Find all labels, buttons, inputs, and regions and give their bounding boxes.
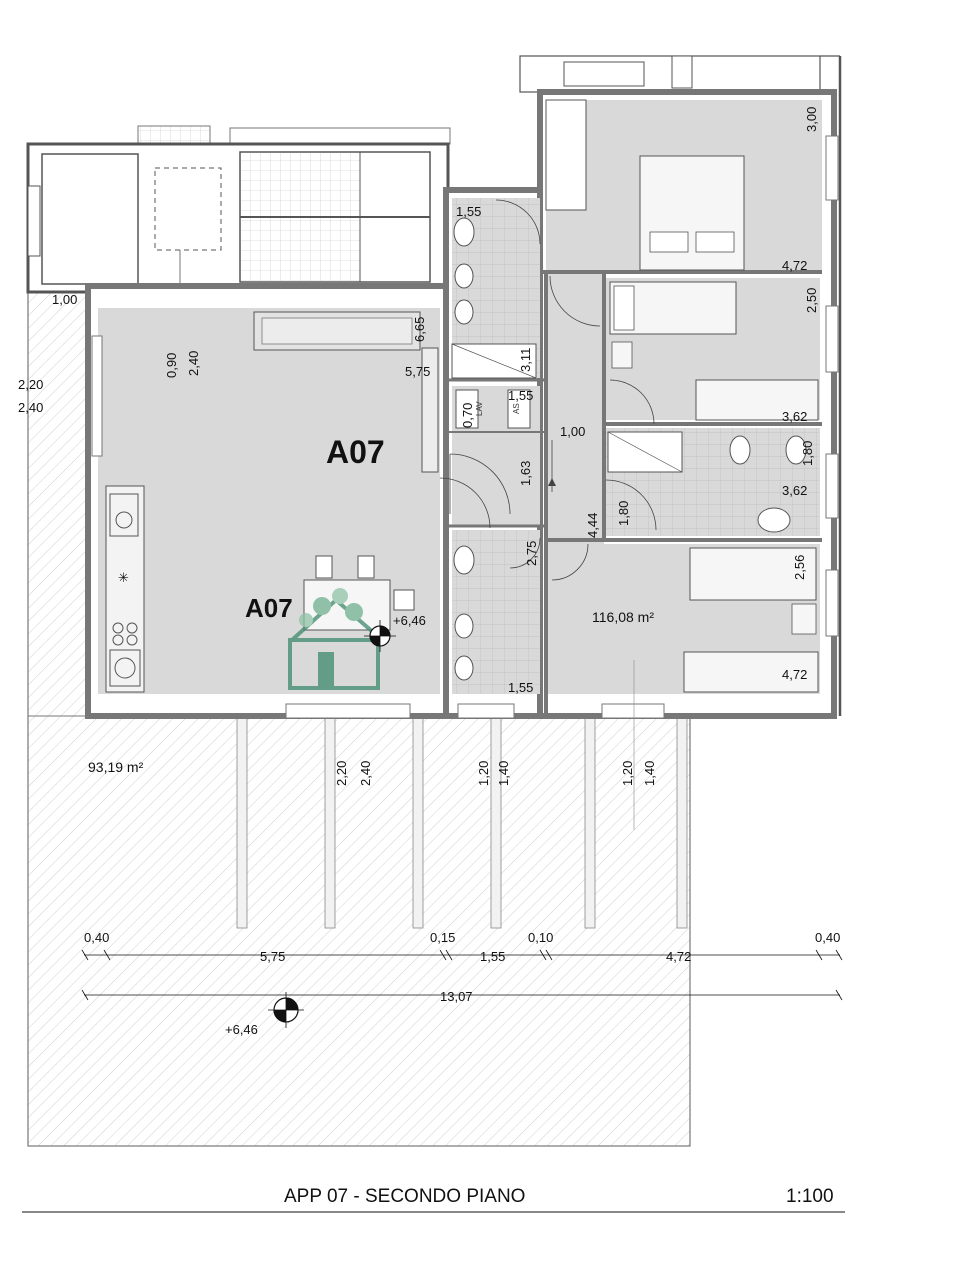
dim-label: 1,55 — [480, 949, 505, 964]
dim-label: 3,11 — [518, 348, 533, 372]
fixture-label-as: AS — [512, 403, 521, 414]
unit-code: A07 — [326, 434, 385, 470]
unit-code-small: A07 — [245, 593, 293, 623]
dim-label: 1,80 — [800, 441, 815, 466]
fixture-label-lav: LAV — [475, 401, 484, 416]
watermark-logo-icon — [288, 588, 384, 690]
dim-label: 6,65 — [412, 317, 427, 342]
dim-label: 1,20 — [476, 761, 491, 786]
elevation-label-1: +6,46 — [393, 613, 426, 628]
stairwell — [26, 125, 451, 425]
dim-label: 2,56 — [792, 555, 807, 580]
dim-label: 4,72 — [782, 667, 807, 682]
svg-text:✳: ✳ — [118, 570, 129, 585]
dim-label: 2,50 — [804, 288, 819, 313]
drawing-caption: APP 07 - SECONDO PIANO — [284, 1186, 525, 1207]
dim-label: 1,55 — [456, 204, 481, 219]
dim-label: 2,40 — [18, 400, 43, 415]
dim-label: 1,00 — [560, 424, 585, 439]
dim-label: 0,40 — [815, 930, 840, 945]
furniture: ✳ — [105, 99, 819, 830]
elevation-label-2: +6,46 — [225, 1022, 258, 1037]
dim-label: 1,40 — [496, 761, 511, 786]
dimension-lines — [22, 949, 845, 1213]
dim-label: 1,55 — [508, 680, 533, 695]
top-right-block — [519, 55, 842, 716]
terrace — [27, 291, 691, 1147]
dim-label: 3,62 — [782, 483, 807, 498]
dim-label: 1,00 — [52, 292, 77, 307]
area-interior: 116,08 m² — [592, 609, 654, 625]
dim-label: 4,72 — [666, 949, 691, 964]
dim-label: 0,40 — [84, 930, 109, 945]
dim-label: 0,70 — [460, 403, 475, 428]
dim-label: 1,80 — [616, 501, 631, 526]
dim-label: 5,75 — [260, 949, 285, 964]
elevation-marker-icon — [364, 620, 396, 652]
dim-label: 1,40 — [642, 761, 657, 786]
dim-label: 3,62 — [782, 409, 807, 424]
dim-label: 2,40 — [186, 351, 201, 376]
elevation-marker-2-icon — [268, 992, 304, 1028]
dim-label: 13,07 — [440, 989, 473, 1004]
area-terrace: 93,19 m² — [88, 759, 144, 775]
dim-label: 1,63 — [518, 461, 533, 486]
dim-label: 1,55 — [508, 388, 533, 403]
dim-label: 0,15 — [430, 930, 455, 945]
dim-label: 0,90 — [164, 353, 179, 378]
dim-label: 0,10 — [528, 930, 553, 945]
drawing-scale: 1:100 — [786, 1186, 834, 1207]
dim-label: 3,00 — [804, 107, 819, 132]
dim-label: 4,44 — [585, 513, 600, 538]
dim-label: 2,40 — [358, 761, 373, 786]
dim-label: 1,20 — [620, 761, 635, 786]
dim-label: 4,72 — [782, 258, 807, 273]
dim-label: 2,75 — [524, 541, 539, 566]
dim-label: 5,75 — [405, 364, 430, 379]
dim-label: 2,20 — [334, 761, 349, 786]
dim-label: 2,20 — [18, 377, 43, 392]
